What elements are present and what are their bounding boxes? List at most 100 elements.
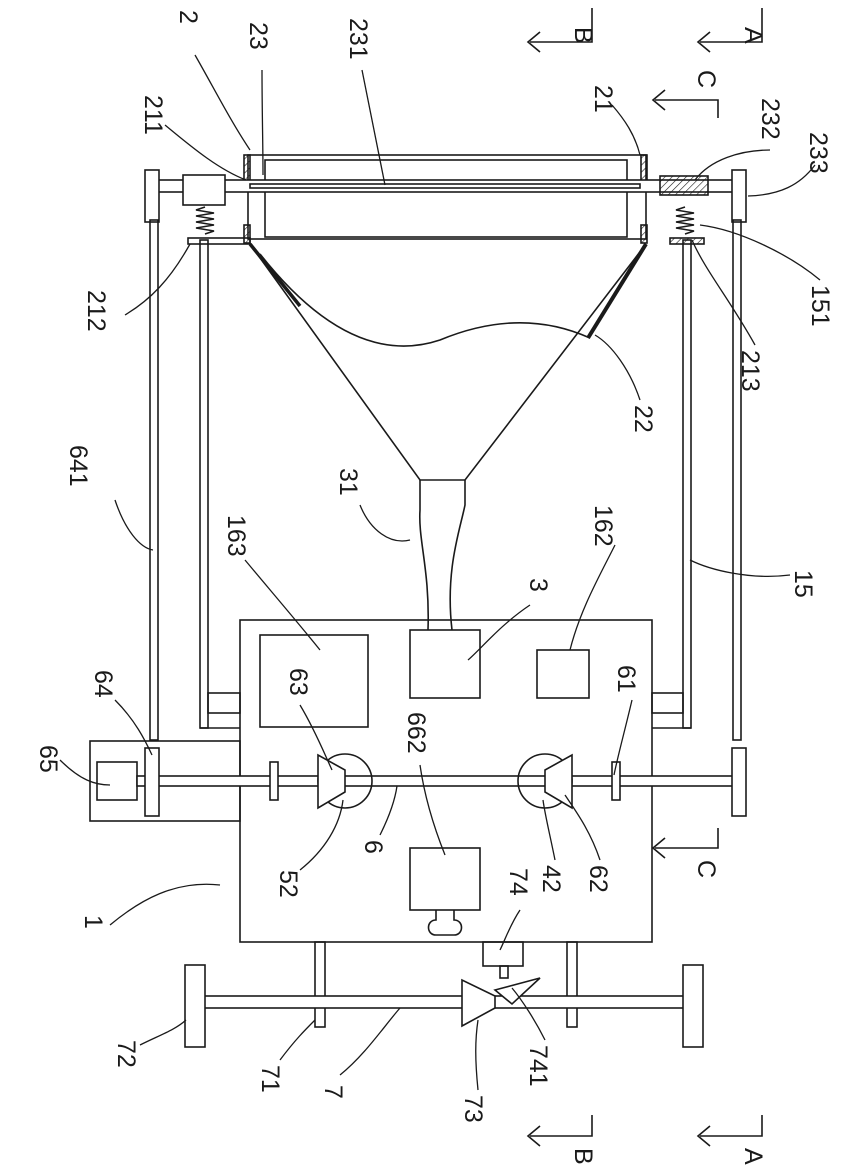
section-a-bottom-line bbox=[700, 1115, 762, 1136]
axle-legs-right bbox=[567, 942, 577, 1027]
label-64: 64 bbox=[89, 670, 117, 698]
shaft-flange-right bbox=[732, 748, 746, 816]
inner-drum bbox=[265, 160, 627, 237]
leader-1 bbox=[110, 884, 220, 925]
label-212: 212 bbox=[82, 290, 110, 332]
section-c-top-label: C bbox=[692, 70, 720, 88]
leader-3 bbox=[468, 605, 530, 660]
label-74: 74 bbox=[504, 868, 532, 896]
wheel-72 bbox=[185, 965, 205, 1047]
bevel-63 bbox=[318, 755, 345, 808]
leader-211 bbox=[165, 125, 246, 180]
label-42: 42 bbox=[537, 865, 565, 893]
label-151: 151 bbox=[806, 285, 834, 327]
corner-hatch-right-low bbox=[641, 225, 647, 243]
label-741: 741 bbox=[524, 1045, 552, 1087]
leader-61 bbox=[614, 700, 632, 775]
label-31: 31 bbox=[334, 468, 362, 496]
wheel-right bbox=[683, 965, 703, 1047]
bottom-axle bbox=[185, 942, 703, 1047]
section-b-top-label: B bbox=[569, 27, 597, 44]
leader-63 bbox=[300, 705, 332, 770]
section-c-bottom-label: C bbox=[692, 860, 720, 878]
axle-shaft bbox=[190, 996, 690, 1008]
hopper-box bbox=[248, 155, 646, 239]
label-1: 1 bbox=[79, 915, 107, 929]
axle-legs-left bbox=[315, 942, 325, 1027]
left-bracket bbox=[208, 693, 240, 713]
right-spring bbox=[676, 207, 694, 234]
leader-163 bbox=[245, 560, 320, 650]
top-right-flange bbox=[732, 170, 746, 222]
leader-31 bbox=[360, 505, 410, 541]
box-662 bbox=[410, 848, 480, 910]
label-232: 232 bbox=[756, 98, 784, 140]
leader-52 bbox=[300, 800, 343, 870]
shaft-collar-left bbox=[270, 762, 278, 800]
right-rail-15 bbox=[683, 240, 691, 728]
leader-213 bbox=[692, 240, 755, 345]
leader-71 bbox=[280, 1020, 315, 1060]
section-a-bottom-label: A bbox=[739, 1148, 767, 1165]
box-163 bbox=[260, 635, 368, 727]
section-b-bottom-line bbox=[530, 1115, 592, 1136]
section-b-bottom-label: B bbox=[569, 1148, 597, 1165]
top-left-flange bbox=[145, 170, 159, 222]
bevel-73 bbox=[462, 980, 495, 1026]
section-a-top-label: A bbox=[739, 27, 767, 44]
right-spring-plate bbox=[670, 238, 704, 244]
right-long-rail bbox=[733, 220, 741, 740]
label-662: 662 bbox=[402, 712, 430, 754]
label-72: 72 bbox=[112, 1040, 140, 1068]
leader-73 bbox=[476, 1020, 478, 1090]
spout-pipe bbox=[420, 480, 465, 630]
label-233: 233 bbox=[804, 132, 832, 174]
leader-162 bbox=[570, 545, 615, 650]
box-3 bbox=[410, 630, 480, 698]
leader-65 bbox=[60, 760, 110, 785]
left-rail-641 bbox=[150, 220, 158, 740]
leader-22 bbox=[595, 335, 640, 400]
label-2: 2 bbox=[174, 10, 202, 24]
main-body bbox=[90, 620, 746, 978]
leader-6 bbox=[380, 786, 397, 835]
leader-231 bbox=[362, 70, 385, 185]
right-collar bbox=[660, 176, 708, 195]
label-62: 62 bbox=[584, 865, 612, 893]
label-213: 213 bbox=[736, 350, 764, 392]
leader-64 bbox=[115, 700, 152, 755]
corner-hatch-left-low bbox=[244, 225, 250, 243]
label-641: 641 bbox=[64, 445, 92, 487]
hopper-cone bbox=[250, 244, 646, 480]
label-61: 61 bbox=[612, 665, 640, 693]
label-63: 63 bbox=[284, 668, 312, 696]
left-bearing-block bbox=[183, 175, 225, 205]
label-163: 163 bbox=[222, 515, 250, 557]
label-162: 162 bbox=[589, 505, 617, 547]
left-spring-plate bbox=[188, 238, 250, 244]
label-22: 22 bbox=[629, 405, 657, 433]
left-rail-212 bbox=[200, 240, 208, 728]
label-65: 65 bbox=[34, 745, 62, 773]
box-162 bbox=[537, 650, 589, 698]
right-bracket bbox=[652, 693, 683, 713]
cone-hatch-left bbox=[250, 244, 300, 306]
leader-15 bbox=[690, 560, 790, 576]
leader-7 bbox=[340, 1008, 400, 1075]
label-71: 71 bbox=[256, 1065, 284, 1093]
label-3: 3 bbox=[524, 578, 552, 592]
label-231: 231 bbox=[344, 18, 372, 60]
label-73: 73 bbox=[459, 1095, 487, 1123]
leader-23 bbox=[262, 70, 263, 175]
label-21: 21 bbox=[589, 85, 617, 113]
left-spring bbox=[196, 207, 214, 234]
leader-641 bbox=[115, 500, 153, 550]
leader-42 bbox=[543, 800, 555, 860]
label-6: 6 bbox=[359, 840, 387, 854]
leader-72 bbox=[140, 1020, 186, 1045]
motor-74 bbox=[483, 942, 523, 966]
label-211: 211 bbox=[139, 95, 167, 135]
cone-hatch-right bbox=[588, 244, 646, 338]
hopper-assembly bbox=[145, 155, 746, 630]
shaft-flange-left bbox=[145, 748, 159, 816]
